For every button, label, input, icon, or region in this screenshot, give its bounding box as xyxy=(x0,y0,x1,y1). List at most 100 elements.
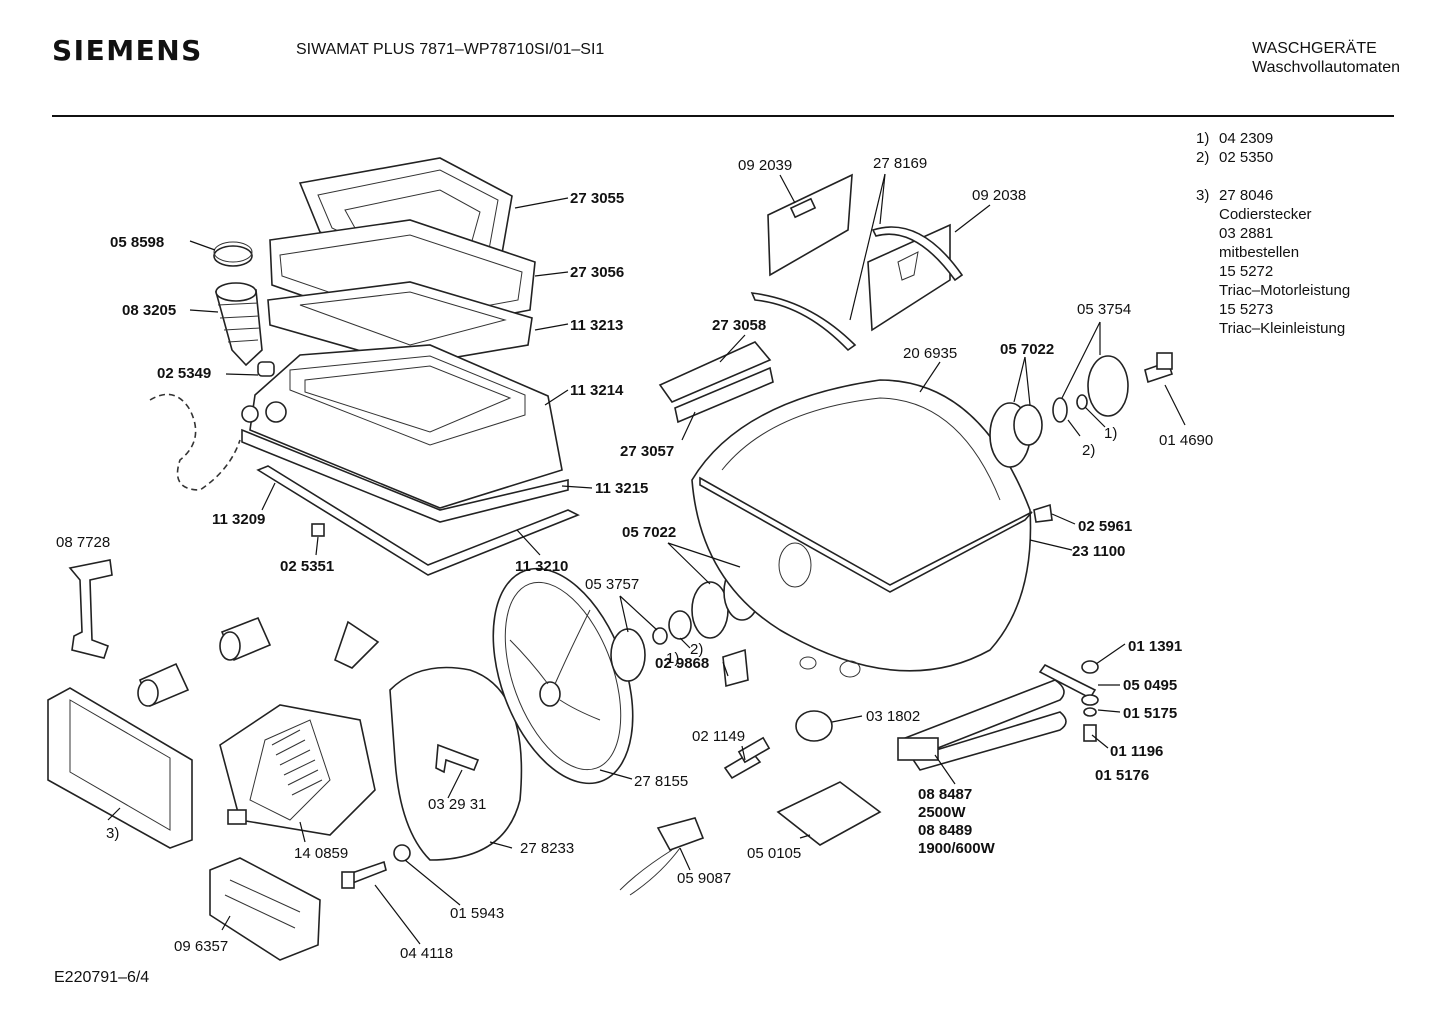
temperature-sensor xyxy=(723,736,771,780)
part-label: 09 2039 xyxy=(738,157,792,174)
bearing xyxy=(668,610,692,640)
part-label: 01 1391 xyxy=(1128,638,1182,655)
rear-bearing xyxy=(1076,394,1088,410)
part-label: 20 6935 xyxy=(903,345,957,362)
part-label: 2) xyxy=(1082,442,1095,459)
part-label: 02 1149 xyxy=(692,728,745,745)
screw xyxy=(1033,503,1053,523)
note-line: 27 8046 xyxy=(1219,187,1274,204)
belt-clip xyxy=(435,743,480,774)
hose-clamp xyxy=(213,241,253,267)
part-label: 02 5351 xyxy=(280,558,334,575)
base-frame xyxy=(256,465,580,576)
category-line-1: WASCHGERÄTE xyxy=(1252,40,1377,57)
part-label: 2) xyxy=(690,641,703,658)
part-label: 1) xyxy=(666,650,679,667)
part-label: 3) xyxy=(106,825,119,842)
drive-motor xyxy=(219,704,376,836)
drum-lifter-left xyxy=(767,173,853,277)
part-label: 05 3757 xyxy=(585,576,639,593)
part-label: 23 1100 xyxy=(1072,543,1125,560)
lifter-strip xyxy=(871,226,964,282)
part-label: 27 3057 xyxy=(620,443,674,460)
note-line: 04 2309 xyxy=(1219,130,1274,147)
category-label: WASCHGERÄTE Waschvollautomaten xyxy=(1252,39,1400,77)
note-2: 2)02 5350 xyxy=(1196,148,1350,167)
washer xyxy=(393,844,411,862)
rear-bolt xyxy=(1144,352,1174,384)
brand-logo: SIEMENS xyxy=(52,34,203,67)
outlet-hose-dashed xyxy=(149,393,241,491)
part-label: 09 6357 xyxy=(174,938,228,955)
note-key: 1) xyxy=(1196,130,1210,147)
lock-washer xyxy=(1083,707,1097,717)
part-label: 05 0105 xyxy=(747,845,801,862)
mounting-bolt xyxy=(341,860,387,889)
part-label: 03 1802 xyxy=(866,708,920,725)
part-label: 11 3209 xyxy=(212,511,265,528)
note-line: 02 5350 xyxy=(1219,149,1274,166)
part-label: 11 3214 xyxy=(570,382,624,399)
capacitor xyxy=(219,616,272,662)
part-label: 27 8155 xyxy=(634,773,688,790)
part-label: 05 8598 xyxy=(110,234,164,251)
capacitor-small xyxy=(137,662,190,708)
part-label: 11 3215 xyxy=(595,480,648,497)
note-1: 1) 04 2309 xyxy=(1196,129,1350,148)
part-label: 11 3210 xyxy=(515,558,568,575)
part-label: 08 3205 xyxy=(122,302,176,319)
clamp-part xyxy=(722,648,749,688)
tub-housing xyxy=(241,344,569,523)
part-label: 01 5943 xyxy=(450,905,504,922)
note-line: 15 5273 xyxy=(1219,301,1274,318)
part-label: 04 4118 xyxy=(400,945,453,962)
note-line: Codierstecker xyxy=(1219,206,1312,223)
heating-element xyxy=(897,679,1067,771)
part-label: 27 8169 xyxy=(873,155,927,172)
drawing-code: E220791–6/4 xyxy=(54,969,150,986)
part-label: 02 9868 xyxy=(655,655,709,672)
part-label: 1900/600W xyxy=(918,840,996,857)
part-label: 08 8487 xyxy=(918,786,972,803)
rear-flange-ring xyxy=(1013,404,1043,446)
note-key: 3) xyxy=(1196,187,1210,204)
part-label: 01 5176 xyxy=(1095,767,1149,784)
part-label: 01 1196 xyxy=(1110,743,1163,760)
connection-cable xyxy=(619,847,681,896)
part-label: 09 2038 xyxy=(972,187,1026,204)
notes-list: 1) 04 2309 2)02 5350 3) 27 8046 Codierste… xyxy=(1196,129,1350,338)
part-labels: 27 3055 05 8598 27 3056 08 3205 11 3213 … xyxy=(56,155,1213,962)
part-label: 02 5349 xyxy=(157,365,211,382)
note-3-lines: 27 8046 Codierstecker 03 2881 mitbestell… xyxy=(1219,186,1350,338)
header-divider xyxy=(52,115,1394,117)
wiring-harness xyxy=(68,559,113,659)
info-label xyxy=(674,366,774,424)
washing-drum xyxy=(691,379,1033,678)
heater-screw xyxy=(1083,724,1097,742)
leader-lines xyxy=(107,173,1186,945)
part-label: 08 8489 xyxy=(918,822,972,839)
part-label: 05 9087 xyxy=(677,870,731,887)
machine-foot xyxy=(776,781,882,846)
part-label: 27 3058 xyxy=(712,317,766,334)
part-label: 27 8233 xyxy=(520,840,574,857)
part-label: 11 3213 xyxy=(570,317,623,334)
flange-ring xyxy=(691,581,729,639)
note-line: mitbestellen xyxy=(1219,244,1300,261)
drain-hose xyxy=(214,282,263,367)
motor-bracket xyxy=(334,620,380,669)
washer-small xyxy=(1081,694,1099,706)
note-line: Triac–Motorleistung xyxy=(1219,282,1351,299)
part-label: 27 3056 xyxy=(570,264,624,281)
part-label: 03 29 31 xyxy=(428,796,486,813)
lifter-rib xyxy=(750,292,857,352)
part-label: 01 4690 xyxy=(1159,432,1213,449)
control-module xyxy=(47,687,193,849)
model-title: SIWAMAT PLUS 7871–WP78710SI/01–SI1 xyxy=(296,41,605,58)
part-label: 1) xyxy=(1104,425,1117,442)
note-line: 03 2881 xyxy=(1219,225,1274,242)
grommet xyxy=(795,710,833,742)
nut xyxy=(1081,660,1099,674)
part-label: 14 0859 xyxy=(294,845,348,862)
